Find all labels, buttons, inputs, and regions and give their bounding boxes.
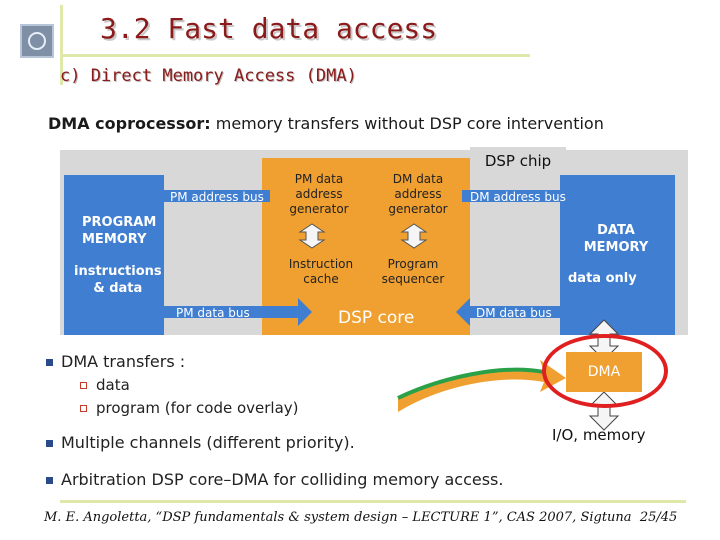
- bullet-channels: Multiple channels (different priority).: [46, 433, 355, 452]
- program-memory-content: instructions & data: [74, 263, 162, 297]
- dm-address-bus-arrow: [462, 182, 582, 210]
- dma-highlight-ellipse: [542, 334, 668, 408]
- pm-address-bus-arrow: [150, 182, 270, 210]
- bullet-marker-icon: [46, 477, 53, 484]
- dm-gen-line3: generator: [388, 202, 448, 216]
- sub-bullet-program-text: program (for code overlay): [96, 399, 299, 417]
- data-memory-content: data only: [568, 271, 637, 286]
- slide-subtitle: c) Direct Memory Access (DMA): [60, 66, 357, 86]
- pm-data-bus-label: PM data bus: [176, 306, 250, 320]
- sub-bullet-data: data: [80, 376, 130, 394]
- dm-gen-up-down-arrow: [400, 223, 428, 249]
- bullet-dma-transfers-text: DMA transfers :: [61, 352, 186, 371]
- bullet-dma-transfers: DMA transfers :: [46, 352, 185, 371]
- sub-bullet-program: program (for code overlay): [80, 399, 299, 417]
- sub-bullet-marker-icon: [80, 382, 87, 389]
- footer: M. E. Angoletta, “DSP fundamentals & sys…: [44, 510, 677, 525]
- pm-gen-up-down-arrow: [298, 223, 326, 249]
- pm-address-generator-block: [278, 168, 360, 224]
- title-rule-vertical: [60, 5, 63, 85]
- title-rule-horizontal: [60, 54, 530, 57]
- data-memory-line1: DATA: [597, 223, 635, 238]
- program-memory-content1: instructions: [74, 264, 162, 279]
- sub-bullet-data-text: data: [96, 376, 130, 394]
- pm-data-bus-arrow: [150, 298, 312, 326]
- program-sequencer-block: [370, 248, 456, 294]
- bullet-arbitration-text: Arbitration DSP core–DMA for colliding m…: [61, 470, 504, 489]
- bullet-marker-icon: [46, 440, 53, 447]
- io-memory-label: I/O, memory: [552, 426, 646, 444]
- program-sequencer-line1: Program: [387, 257, 439, 271]
- program-memory-block: [64, 175, 164, 335]
- dm-address-generator-label: DM data address generator: [376, 172, 460, 217]
- bullet-arbitration: Arbitration DSP core–DMA for colliding m…: [46, 470, 503, 489]
- program-sequencer-label: Program sequencer: [370, 257, 456, 287]
- pm-address-bus-label: PM address bus: [170, 190, 264, 204]
- dm-address-generator-block: [376, 168, 460, 224]
- bullet-channels-text: Multiple channels (different priority).: [61, 433, 355, 452]
- data-memory-block: [560, 175, 675, 335]
- instruction-cache-line1: Instruction: [288, 257, 354, 271]
- program-sequencer-line2: sequencer: [381, 272, 445, 286]
- program-memory-content2: & data: [93, 281, 143, 296]
- bullet-marker-icon: [46, 359, 53, 366]
- program-memory-line1: PROGRAM: [82, 215, 157, 230]
- dsp-core-label: DSP core: [338, 308, 415, 328]
- pm-gen-line3: generator: [289, 202, 349, 216]
- dsp-chip-label: DSP chip: [470, 147, 566, 175]
- intro-text: memory transfers without DSP core interv…: [210, 114, 604, 133]
- slide-title: 3.2 Fast data access: [100, 12, 438, 45]
- sub-bullet-marker-icon: [80, 405, 87, 412]
- dm-data-bus-arrow: [456, 298, 582, 326]
- pm-gen-line1: PM data: [294, 172, 344, 186]
- pointer-arrow: [398, 360, 566, 412]
- instruction-cache-label: Instruction cache: [276, 257, 366, 287]
- instruction-cache-block: [276, 248, 366, 294]
- intro-term: DMA coprocessor:: [48, 114, 211, 133]
- data-memory-label: DATA MEMORY: [566, 222, 666, 256]
- data-memory-line2: MEMORY: [583, 240, 649, 255]
- dm-gen-line1: DM data: [392, 172, 444, 186]
- pm-gen-line2: address: [295, 187, 343, 201]
- dm-address-bus-label: DM address bus: [470, 190, 566, 204]
- footer-citation: M. E. Angoletta, “DSP fundamentals & sys…: [44, 510, 632, 525]
- pm-address-generator-label: PM data address generator: [278, 172, 360, 217]
- logo-ring: [28, 32, 46, 50]
- instruction-cache-line2: cache: [303, 272, 339, 286]
- footer-rule: [60, 500, 686, 503]
- dm-data-bus-label: DM data bus: [476, 306, 552, 320]
- cern-logo-icon: [20, 24, 54, 58]
- program-memory-label: PROGRAM MEMORY: [82, 214, 156, 248]
- intro-line: DMA coprocessor: memory transfers withou…: [48, 114, 604, 133]
- dm-gen-line2: address: [394, 187, 442, 201]
- program-memory-line2: MEMORY: [82, 232, 147, 247]
- page-number: 25/45: [639, 510, 678, 525]
